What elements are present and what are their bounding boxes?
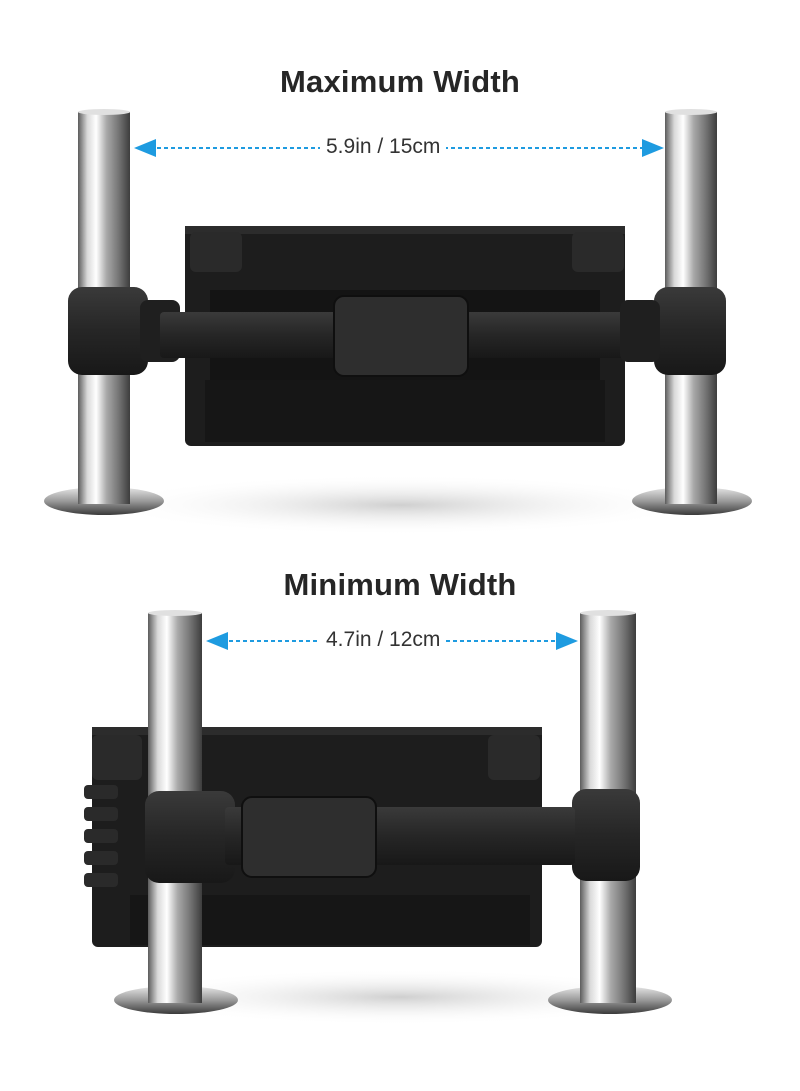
- left-clip: [92, 735, 142, 780]
- minimum-width-panel: Minimum Width 4.7in / 12cm: [0, 545, 800, 1091]
- maximum-width-illustration: [44, 109, 752, 535]
- clamp-arm: [68, 287, 726, 377]
- maximum-width-measurement: 5.9in / 15cm: [320, 135, 447, 159]
- maximum-width-title: Maximum Width: [280, 64, 520, 99]
- right-clip: [488, 735, 540, 780]
- clamp-arm: [145, 789, 640, 883]
- minimum-width-measurement: 4.7in / 12cm: [320, 628, 447, 652]
- left-clip: [190, 232, 242, 272]
- floor-shadow: [100, 475, 700, 535]
- minimum-width-illustration: [84, 610, 680, 1025]
- center-knob: [241, 796, 377, 878]
- minimum-width-title: Minimum Width: [283, 567, 517, 602]
- floor-shadow: [120, 969, 680, 1025]
- maximum-width-panel: Maximum Width 5.9in / 15cm: [0, 0, 800, 545]
- center-knob: [333, 295, 469, 377]
- right-clip: [572, 232, 624, 272]
